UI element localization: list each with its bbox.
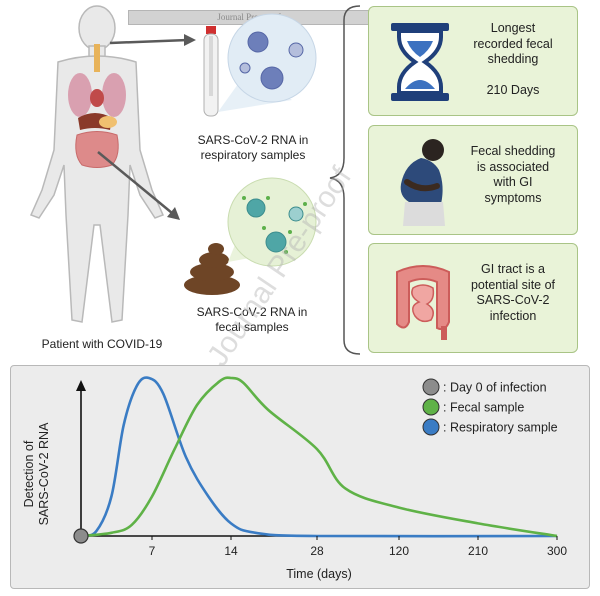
fecal-caption: SARS-CoV-2 RNA in fecal samples xyxy=(182,305,322,335)
respiratory-caption-line-1: SARS-CoV-2 RNA in xyxy=(197,133,309,147)
chart-panel: 7 14 28 120 210 300 : Day 0 of infection : Fec… xyxy=(10,365,590,589)
card-2-line-1: Fecal shedding xyxy=(470,144,556,158)
stool-icon xyxy=(184,243,240,295)
card-2-line-2: is associated xyxy=(476,159,550,174)
x-tick-label: 120 xyxy=(389,544,409,558)
y-axis-label: Detection of SARS-CoV-2 RNA xyxy=(22,422,51,525)
chart-legend: : Day 0 of infection : Fecal sample : Resp… xyxy=(422,378,558,436)
card-2-line-3: with GI xyxy=(493,175,533,189)
patient-illustration xyxy=(29,5,360,355)
legend-label: : Fecal sample xyxy=(443,401,524,415)
fecal-virus-bubble xyxy=(227,177,317,267)
card-1-line-1: Longest xyxy=(490,21,536,35)
journal-header-text: Journal Pre-proof xyxy=(217,12,281,22)
y-axis-arrow-icon xyxy=(76,380,86,391)
curly-brace-icon xyxy=(329,5,360,355)
chart-series-layer xyxy=(73,376,558,544)
card-1-days-value: 210 Days xyxy=(486,82,540,97)
detection-chart: 7 14 28 120 210 300 : Day 0 of infection : Fec… xyxy=(22,376,567,581)
card-gi-symptoms-text: Fecal shedding is associated with GI sym… xyxy=(457,144,569,206)
fecal-caption-line-1: SARS-CoV-2 RNA in xyxy=(196,305,308,319)
swab-tube-icon xyxy=(203,26,219,117)
x-tick-label: 7 xyxy=(149,544,156,558)
card-3-line-2: potential site of xyxy=(470,277,556,292)
card-gi-tract: GI tract is a potential site of SARS-CoV… xyxy=(368,243,578,353)
legend-marker xyxy=(422,378,440,396)
hourglass-icon xyxy=(391,23,449,101)
x-tick-label: 210 xyxy=(468,544,488,558)
card-gi-symptoms: Fecal shedding is associated with GI sym… xyxy=(368,125,578,235)
series-line-respiratory-sample xyxy=(80,376,558,538)
x-tick-label: 28 xyxy=(310,544,324,558)
y-axis-label-line-1: Detection of xyxy=(22,440,36,507)
card-longest-shedding: Longest recorded fecal shedding 210 Days xyxy=(368,6,578,116)
card-3-line-4: infection xyxy=(489,308,537,323)
human-body-icon xyxy=(29,5,165,323)
card-1-line-2: recorded fecal xyxy=(473,36,553,51)
series-line-fecal-sample xyxy=(80,376,558,538)
arrow-to-fecal-icon xyxy=(97,151,180,220)
arrow-to-respiratory-icon xyxy=(109,34,196,46)
legend-marker xyxy=(422,418,440,436)
legend-label: : Respiratory sample xyxy=(443,421,558,435)
card-1-spacer xyxy=(457,68,569,83)
legend-marker xyxy=(422,398,440,416)
card-gi-tract-text: GI tract is a potential site of SARS-CoV… xyxy=(457,262,569,324)
x-tick-label: 300 xyxy=(547,544,567,558)
person-abdominal-pain-icon xyxy=(400,139,445,226)
y-axis-label-line-2: SARS-CoV-2 RNA xyxy=(37,422,51,525)
intestine-icon xyxy=(396,265,450,340)
card-3-line-3: SARS-CoV-2 xyxy=(476,293,550,307)
card-3-line-1: GI tract is a xyxy=(481,262,545,276)
x-axis-label: Time (days) xyxy=(286,567,352,581)
respiratory-caption-line-2: respiratory samples xyxy=(200,148,306,162)
chart-ticks-layer: 7 14 28 120 210 300 xyxy=(149,536,567,558)
x-tick-label: 14 xyxy=(224,544,238,558)
card-longest-shedding-text: Longest recorded fecal shedding 210 Days xyxy=(457,21,569,98)
respiratory-caption: SARS-CoV-2 RNA in respiratory samples xyxy=(178,133,328,163)
card-2-line-4: symptoms xyxy=(484,190,542,205)
fecal-caption-line-2: fecal samples xyxy=(215,320,289,334)
patient-caption: Patient with COVID-19 xyxy=(41,337,163,351)
card-1-line-3: shedding xyxy=(487,52,539,66)
legend-label: : Day 0 of infection xyxy=(443,381,547,395)
day0-marker xyxy=(73,528,89,544)
respiratory-virus-bubble xyxy=(227,13,317,103)
